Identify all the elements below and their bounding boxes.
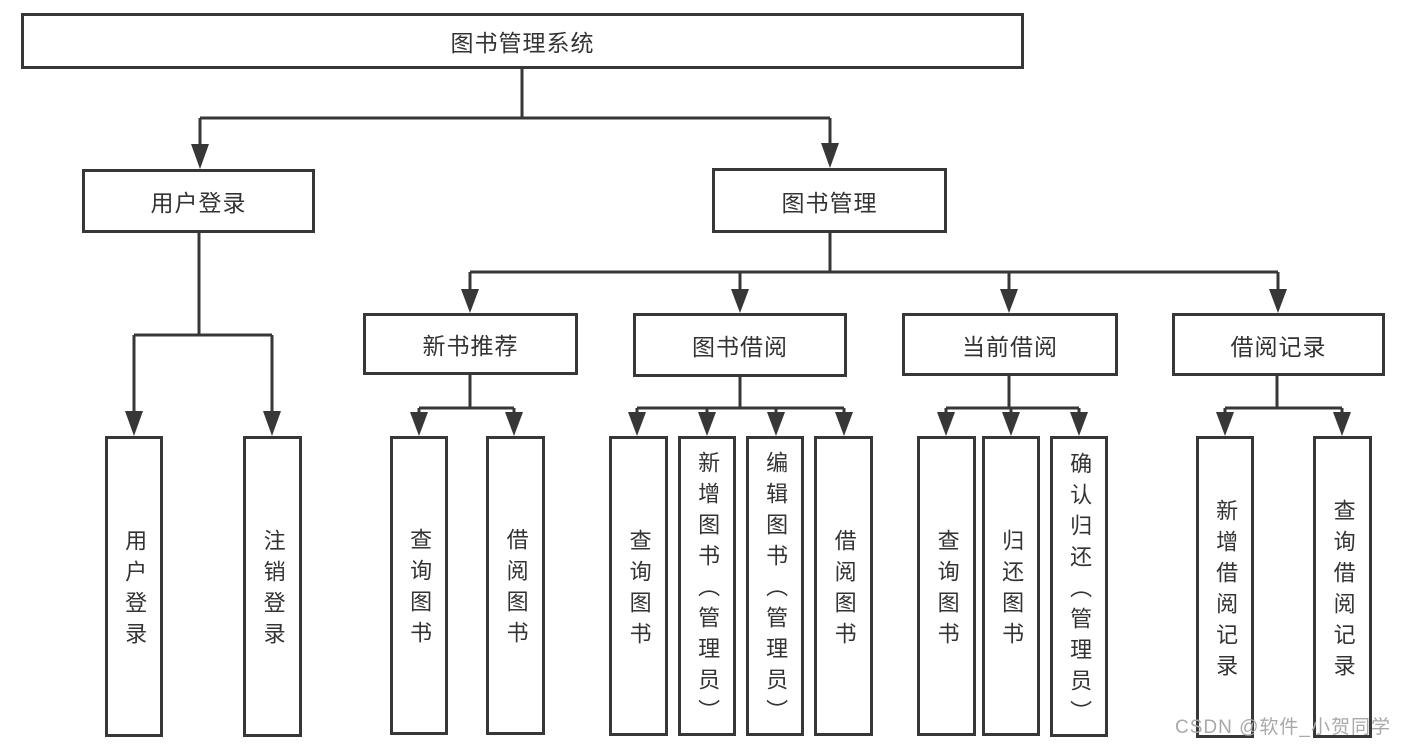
node-user-login-label: 用户登录 [150, 190, 247, 216]
node-recommend-borrow-books: 借阅图书 [486, 436, 545, 735]
node-confirm-return-admin-label: 确认归还（管理员） [1067, 451, 1093, 731]
csdn-watermark: CSDN @软件_小贺同学 [1175, 717, 1391, 738]
node-new-book-recommend: 新书推荐 [363, 313, 578, 375]
node-user-login-action-label: 用户登录 [122, 529, 148, 653]
node-user-login: 用户登录 [82, 169, 315, 233]
node-borrowing-query-books: 查询图书 [609, 436, 668, 736]
node-return-books: 归还图书 [982, 436, 1040, 736]
node-recommend-borrow-books-label: 借阅图书 [503, 528, 529, 652]
node-query-borrow-record: 查询借阅记录 [1313, 436, 1372, 738]
node-add-book-admin-label: 新增图书（管理员） [695, 451, 721, 730]
node-add-borrow-record: 新增借阅记录 [1196, 436, 1254, 738]
node-borrowing-query-books-label: 查询图书 [626, 528, 652, 653]
node-current-query-books: 查询图书 [917, 436, 976, 736]
node-confirm-return-admin: 确认归还（管理员） [1050, 436, 1108, 737]
node-logout-label: 注销登录 [260, 529, 286, 653]
node-recommend-query-books: 查询图书 [390, 436, 448, 735]
edge-borrow-records-children [1216, 374, 1351, 436]
node-logout: 注销登录 [243, 436, 302, 737]
node-recommend-query-books-label: 查询图书 [407, 528, 433, 652]
node-book-management-label: 图书管理 [781, 189, 878, 216]
node-borrow-records: 借阅记录 [1172, 313, 1385, 376]
node-borrowing-borrow-books: 借阅图书 [814, 436, 873, 736]
node-current-borrowing: 当前借阅 [902, 313, 1118, 376]
edge-root-to-level1 [191, 69, 839, 169]
node-book-borrowing: 图书借阅 [633, 313, 847, 377]
node-current-borrowing-label: 当前借阅 [962, 333, 1058, 360]
node-root-system: 图书管理系统 [21, 13, 1024, 69]
node-new-book-recommend-label: 新书推荐 [422, 333, 519, 359]
node-borrowing-borrow-books-label: 借阅图书 [831, 528, 857, 653]
node-edit-book-admin-label: 编辑图书（管理员） [763, 451, 789, 730]
node-edit-book-admin: 编辑图书（管理员） [746, 436, 804, 736]
node-query-borrow-record-label: 查询借阅记录 [1330, 498, 1356, 685]
node-current-query-books-label: 查询图书 [934, 528, 960, 653]
edge-book-borrowing-children [628, 374, 853, 436]
node-add-borrow-record-label: 新增借阅记录 [1213, 498, 1239, 685]
edge-current-borrowing-children [937, 374, 1088, 436]
node-root-system-label: 图书管理系统 [450, 30, 595, 56]
edge-new-book-recommend-children [410, 374, 523, 436]
node-add-book-admin: 新增图书（管理员） [678, 436, 736, 736]
node-user-login-action: 用户登录 [105, 436, 163, 737]
edge-user-login-children [125, 233, 281, 436]
node-return-books-label: 归还图书 [999, 528, 1025, 653]
edge-book-management-children [461, 233, 1287, 313]
node-book-management: 图书管理 [712, 168, 947, 233]
node-book-borrowing-label: 图书借阅 [692, 334, 788, 360]
node-borrow-records-label: 借阅记录 [1230, 333, 1327, 360]
